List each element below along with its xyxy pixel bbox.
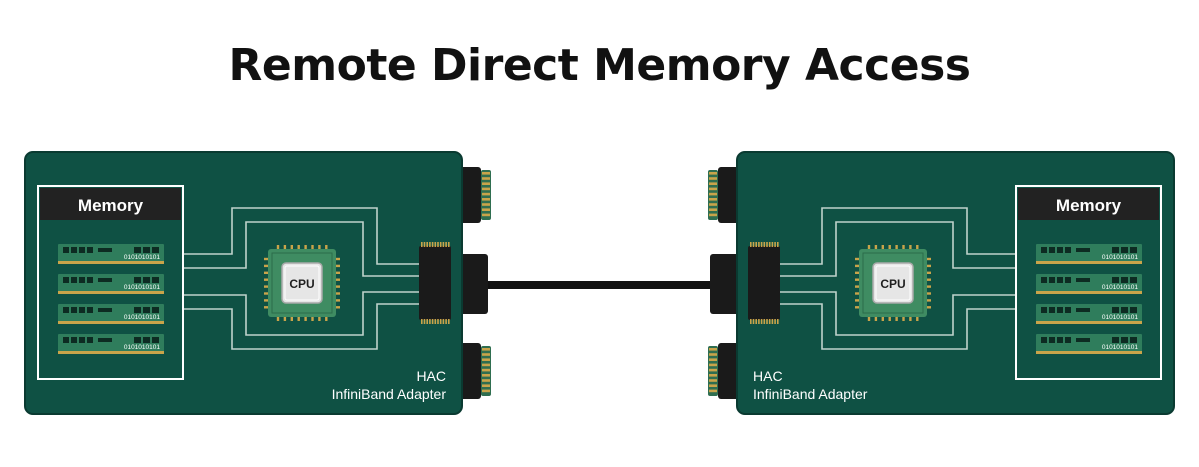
left-memory-module: Memory 010101010101010101010101010101010…: [37, 185, 184, 380]
right-memory-label: Memory: [1056, 196, 1122, 215]
ram-binary-label: 0101010101: [1102, 314, 1139, 321]
ram-stick: 0101010101: [58, 274, 164, 294]
right-node: Memory 010101010101010101010101010101010…: [708, 151, 1175, 415]
ram-stick: 0101010101: [1036, 274, 1142, 294]
ram-stick: 0101010101: [1036, 244, 1142, 264]
diagram-title: Remote Direct Memory Access: [228, 40, 971, 91]
ram-binary-label: 0101010101: [124, 284, 161, 291]
right-cpu-label: CPU: [880, 277, 905, 291]
ram-binary-label: 0101010101: [124, 254, 161, 261]
right-network-chip: [748, 242, 780, 324]
left-node: Memory 010101010101010101010101010101010…: [24, 151, 491, 415]
right-ram-sticks: 0101010101 0101010101 0101010101 0101010101: [1036, 244, 1142, 354]
left-cpu-label: CPU: [289, 277, 314, 291]
ram-stick: 0101010101: [1036, 334, 1142, 354]
ram-stick: 0101010101: [58, 334, 164, 354]
ram-binary-label: 0101010101: [1102, 284, 1139, 291]
ram-binary-label: 0101010101: [1102, 344, 1139, 351]
right-adapter-line1: HAC: [753, 368, 783, 384]
left-circuit-traces: [183, 207, 424, 350]
left-network-chip: [419, 242, 451, 324]
right-circuit-traces: [775, 207, 1016, 350]
left-adapter-line1: HAC: [416, 368, 446, 384]
right-cpu: CPU: [855, 245, 931, 321]
ram-binary-label: 0101010101: [124, 344, 161, 351]
right-memory-module: Memory 010101010101010101010101010101010…: [1015, 185, 1162, 380]
ram-binary-label: 0101010101: [124, 314, 161, 321]
ram-stick: 0101010101: [1036, 304, 1142, 324]
left-ram-sticks: 0101010101 0101010101 0101010101 0101010101: [58, 244, 164, 354]
left-cpu: CPU: [264, 245, 340, 321]
left-adapter-line2: InfiniBand Adapter: [332, 386, 447, 402]
left-memory-label: Memory: [78, 196, 144, 215]
ram-stick: 0101010101: [58, 304, 164, 324]
ram-binary-label: 0101010101: [1102, 254, 1139, 261]
right-adapter-line2: InfiniBand Adapter: [753, 386, 868, 402]
ram-stick: 0101010101: [58, 244, 164, 264]
